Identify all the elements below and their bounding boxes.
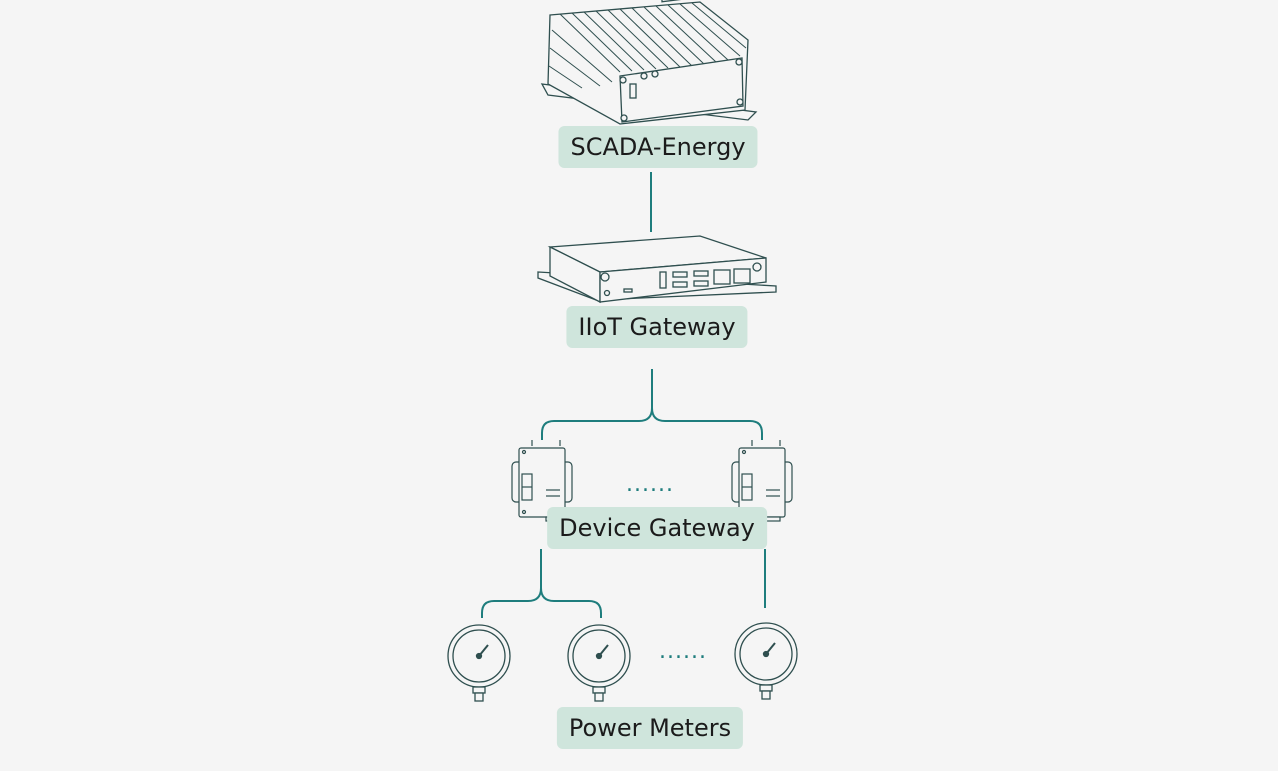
- connector-iiot-device-bracket: [541, 369, 763, 440]
- pressure-gauge-icon-1: [447, 624, 511, 702]
- power-meters-ellipsis: ......: [659, 639, 707, 664]
- connector-device-meters-bracket: [481, 549, 602, 618]
- gateway-box-icon: [537, 235, 777, 304]
- scada-energy-label: SCADA-Energy: [558, 126, 758, 168]
- industrial-pc-icon: [540, 0, 758, 125]
- device-gateway-ellipsis: ......: [626, 472, 674, 497]
- iiot-gateway-label: IIoT Gateway: [566, 306, 748, 348]
- power-meters-label: Power Meters: [556, 707, 744, 749]
- pressure-gauge-icon-2: [567, 624, 631, 702]
- din-rail-gateway-icon-right: [731, 440, 793, 522]
- din-rail-gateway-icon-left: [511, 440, 573, 522]
- device-gateway-label: Device Gateway: [547, 507, 767, 549]
- connectors: [481, 172, 766, 618]
- pressure-gauge-icon-3: [734, 622, 798, 700]
